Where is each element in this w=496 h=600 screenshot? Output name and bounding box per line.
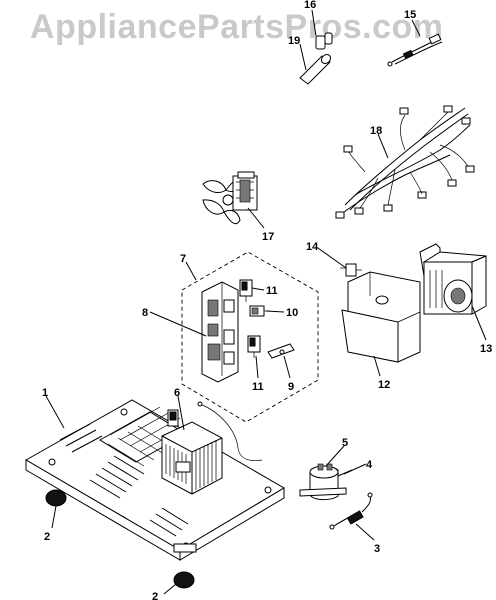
callout-3: 3: [374, 543, 380, 555]
part-16-connector: [315, 32, 333, 50]
part-18-wire-harness: [335, 105, 475, 219]
callout-1: 1: [42, 387, 48, 399]
part-8-bracket: [201, 281, 239, 383]
callout-15: 15: [404, 9, 416, 21]
callout-2-lower: 2: [152, 591, 158, 600]
callout-7: 7: [180, 253, 186, 265]
callout-18: 18: [370, 125, 382, 137]
part-1-base-plate: [24, 399, 285, 561]
callout-13: 13: [480, 343, 492, 355]
part-14-sensor: [340, 263, 362, 277]
part-13-magnetron: [419, 243, 487, 315]
part-2-foot-upper: [45, 489, 67, 507]
part-6-transformer: [161, 401, 263, 495]
watermark: AppliancePartsPros.com: [30, 8, 444, 46]
callout-11-upper: 11: [266, 285, 278, 297]
callout-12: 12: [378, 379, 390, 391]
base-louvers: [59, 423, 189, 537]
callout-2-upper: 2: [44, 531, 50, 543]
part-11-switch-lower: [247, 335, 261, 358]
callout-8: 8: [142, 307, 148, 319]
part-9-lever: [267, 343, 295, 359]
part-3-diode: [329, 492, 373, 530]
part-17-fan-motor: [202, 171, 258, 225]
callout-labels: 16 15 19 18 17 7 8 11 10 11 9 14 12 13 1…: [42, 0, 492, 600]
part-12-duct: [341, 271, 421, 363]
callout-6: 6: [174, 387, 180, 399]
part-2-foot-lower: [173, 571, 195, 589]
callout-19: 19: [288, 35, 300, 47]
callout-4: 4: [366, 459, 373, 471]
part-7-assembly-outline: [181, 251, 319, 423]
part-5-capacitor: [299, 463, 347, 501]
callout-14: 14: [306, 241, 319, 253]
callout-10: 10: [286, 307, 298, 319]
part-15-wire-lead: [387, 33, 443, 67]
part-11-switch-upper: [239, 279, 253, 302]
callout-17: 17: [262, 231, 274, 243]
callout-9: 9: [288, 381, 294, 393]
callout-16: 16: [304, 0, 316, 11]
callout-5: 5: [342, 437, 348, 449]
leader-lines: [45, 9, 487, 595]
part-19-tube: [299, 53, 332, 85]
callout-11-lower: 11: [252, 381, 264, 393]
